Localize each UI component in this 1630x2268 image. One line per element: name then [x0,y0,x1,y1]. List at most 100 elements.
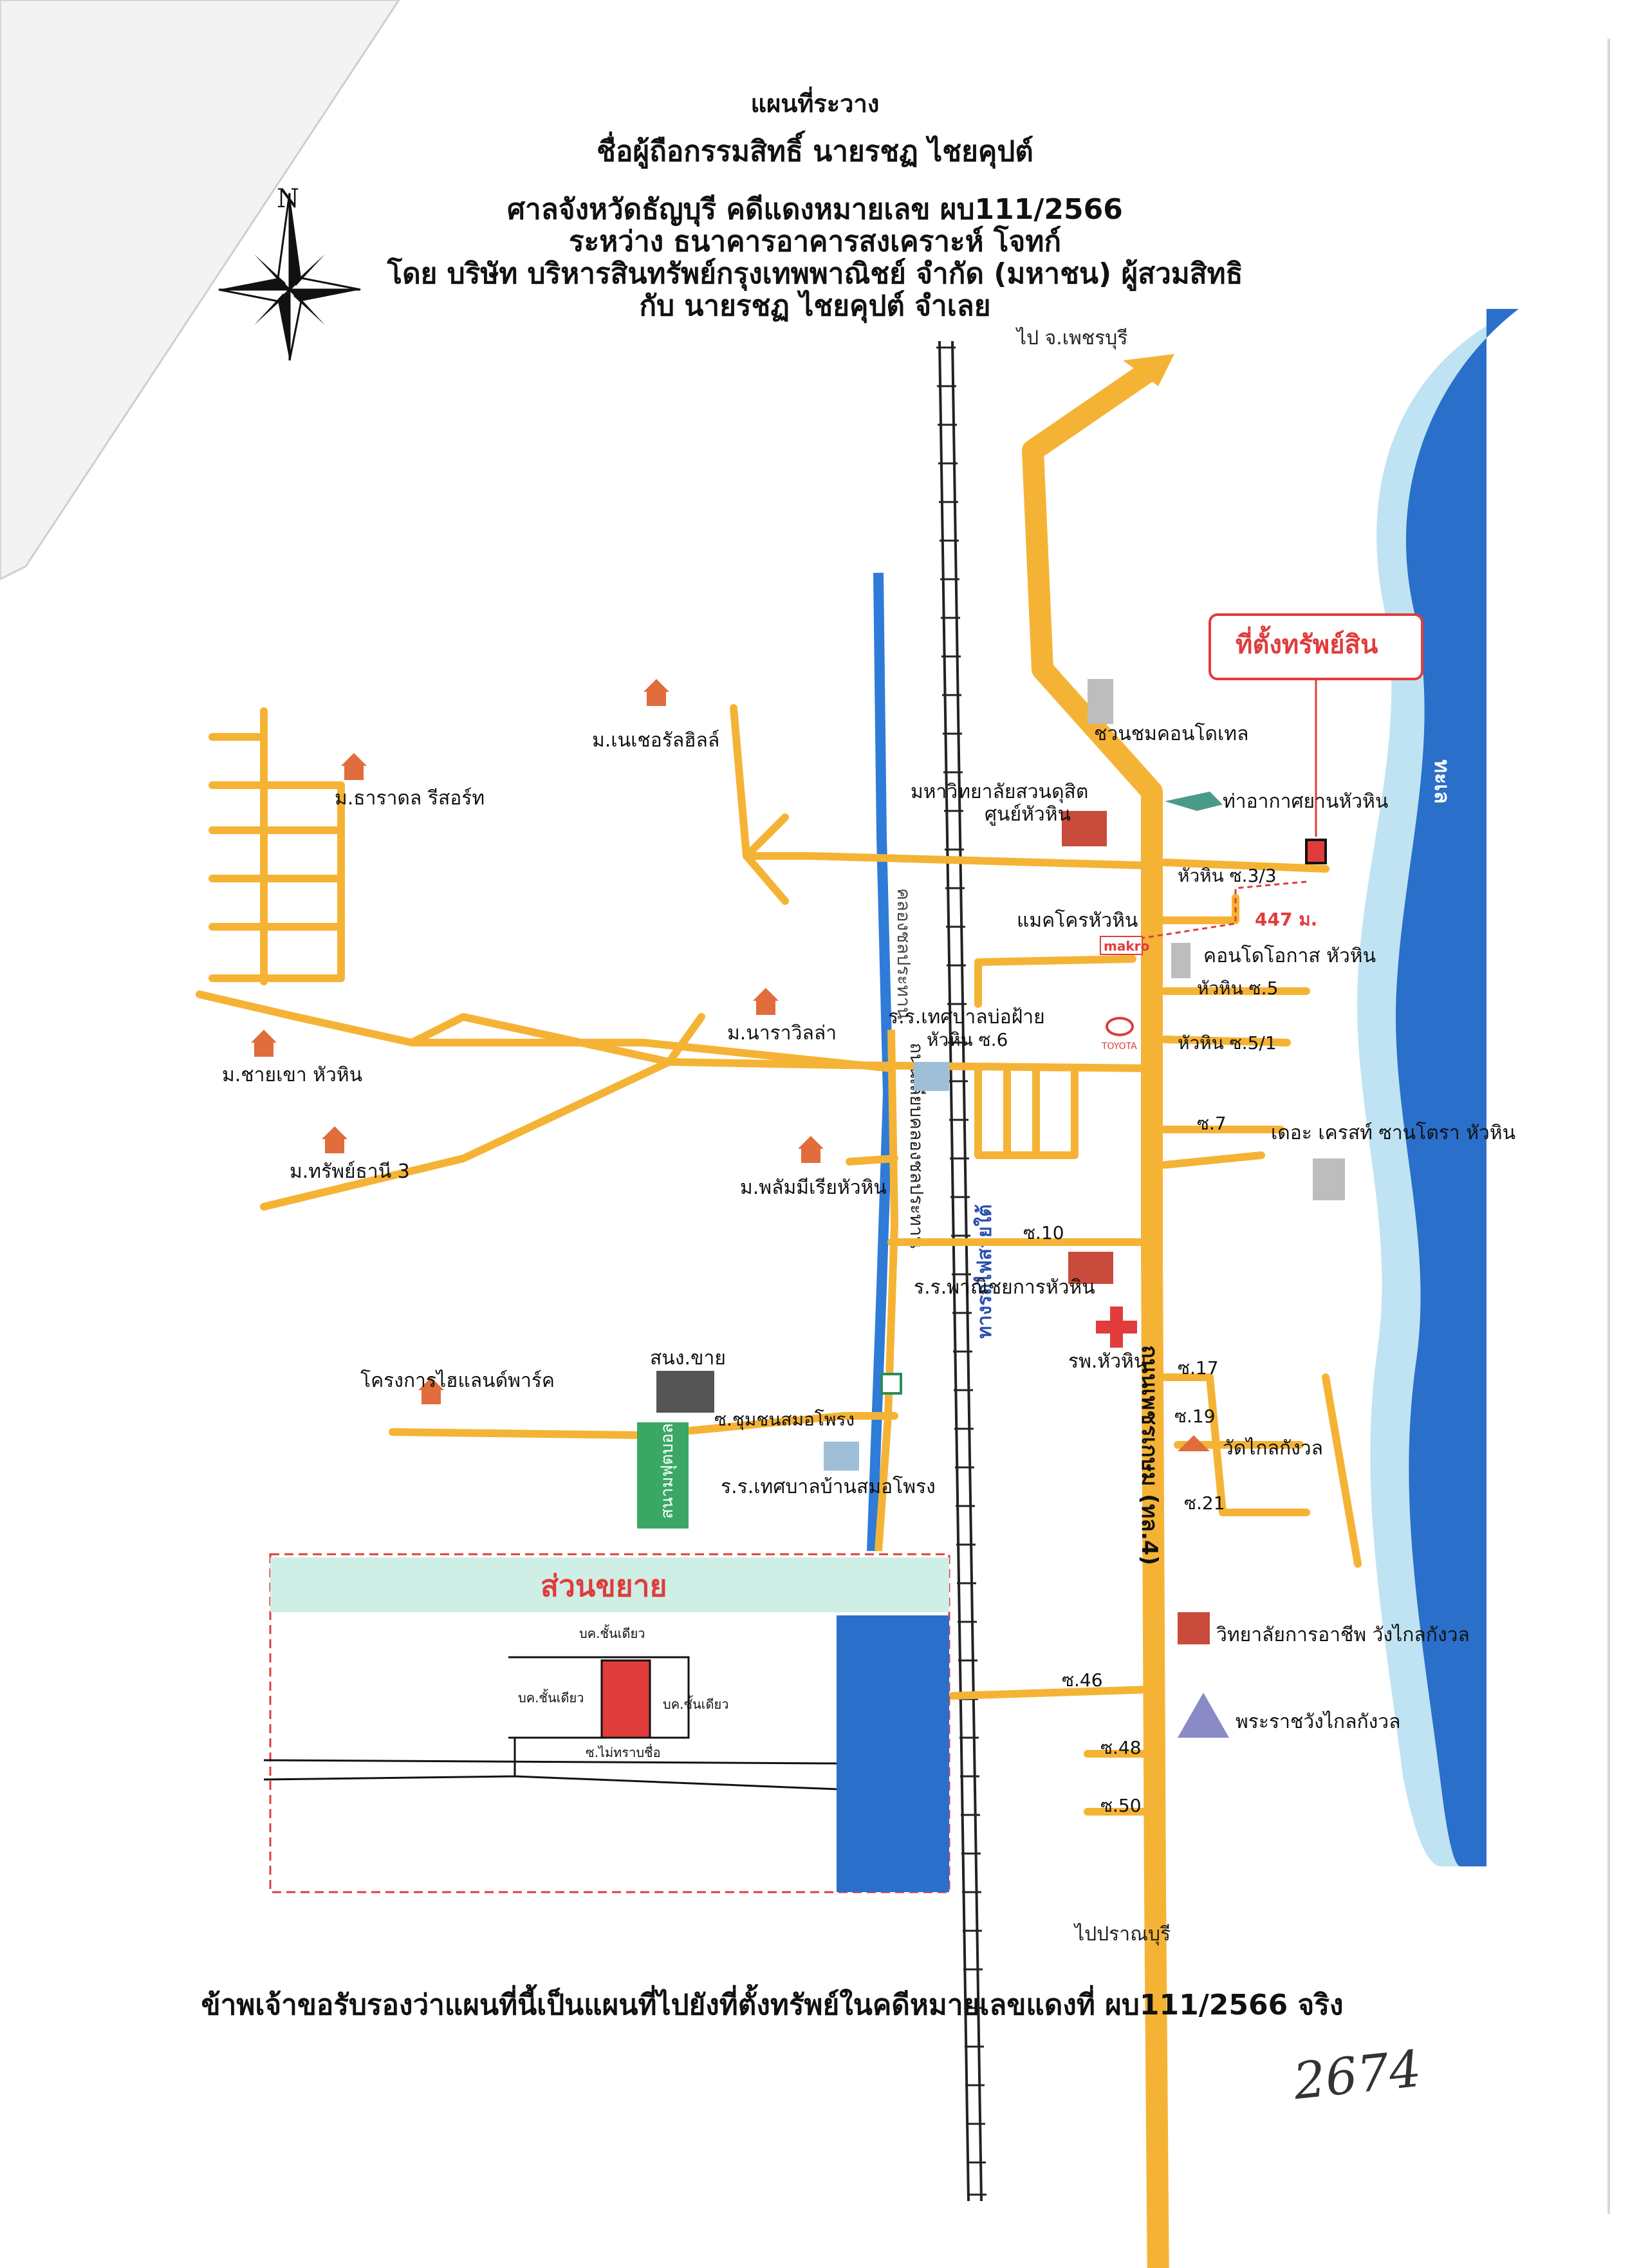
tharadol-label: ม.ธาราดล รีสอร์ท [335,787,485,810]
chuanchom-label: ชวนชมคอนโดเทล [1094,722,1248,745]
inset-water-block [837,1615,949,1892]
hospital-cross-icon [1096,1306,1137,1348]
with-line: กับ นายรชฏ ไชยคุปต์ จำเลย [639,290,991,322]
village-house-icon [798,1136,824,1163]
soi-46-label: ซ.46 [1062,1669,1103,1691]
school-samo-icon [824,1442,859,1471]
palace-label: พระราชวังไกลกังวล [1236,1710,1401,1733]
makro-logo-box [1100,936,1143,955]
crest-label: เดอะ เครสท์ ซานโตรา หัวหิน [1271,1121,1515,1144]
highway-label: ถนนเพชรเกษม (ทล.4) [1136,1345,1162,1565]
village-house-icon [251,1030,277,1057]
makro-logo: makro [1104,938,1149,954]
temple-icon [1178,1435,1210,1451]
green-field-label: สนามฟุตบอล [658,1423,677,1519]
toyota-label: TOYOTA [1101,1041,1137,1052]
inset-house-left: บค.ชั้นเดียว [518,1689,584,1706]
canal [867,572,894,1552]
soi-10-label: ซ.10 [1023,1222,1064,1243]
by-line: โดย บริษัท บริหารสินทรัพย์กรุงเทพพาณิชย์… [387,257,1243,290]
inset-house-right: บค.ชั้นเดียว [663,1695,728,1712]
narawilla-label: ม.นาราวิลล่า [727,1022,837,1045]
landmarks: ม.เนเชอรัลฮิลล์ ม.ธาราดล รีสอร์ท ม.นาราว… [222,679,1515,1738]
toyota-logo-icon [1106,1017,1134,1036]
soi-chumchon-label: ซ.ชุมชนสมอโพรง [714,1409,855,1431]
airport-label: ท่าอากาศยานหัวหิน [1223,790,1388,813]
school-pan-label: ร.ร.พาณิชยการหัวหิน [914,1276,1095,1299]
railway [936,340,986,2202]
inset-title-band [270,1557,949,1612]
palmmeria-label: ม.พลัมมีเรียหัวหิน [740,1176,887,1199]
between-line: ระหว่าง ธนาคารอาคารสงเคราะห์ โจทก์ [569,225,1061,258]
compass-north-label: N [277,184,299,214]
inset-map: ส่วนขยาย บค.ชั้นเดียว บค.ชั้นเดียว บค.ชั… [263,1553,950,1893]
owner-line: ชื่อผู้ถือกรรมสิทธิ์ นายรชฏ ไชยคุปต์ [597,135,1033,168]
court-line: ศาลจังหวัดธัญบุรี คดีแดงหมายเลข ผบ111/25… [507,193,1123,226]
soi-17-label: ซ.17 [1178,1357,1219,1379]
soi-21-label: ซ.21 [1184,1492,1225,1514]
sapthani-label: ม.ทรัพย์ธานี 3 [290,1160,410,1183]
folded-page-corner [0,0,400,581]
village-house-icon [418,1377,444,1404]
wat-label: วัดไกลกังวล [1223,1436,1323,1460]
sea-label: ทะเล [1430,759,1454,804]
certification-text: ข้าพเจ้าขอรับรองว่าแผนที่นี้เป็นแผนที่ไป… [201,1989,1344,2022]
village-house-icon [322,1126,347,1153]
map-title: แผนที่ระวาง [750,89,880,118]
soi-19-label: ซ.19 [1174,1406,1216,1427]
school-pan-icon [1068,1252,1113,1284]
makro-label: แมคโครหัวหิน [1017,909,1138,932]
condo-okas-icon [1171,943,1190,978]
inset-property-plot [600,1659,651,1739]
property-marker [1305,839,1327,864]
inset-title: ส่วนขยาย [541,1568,667,1603]
condo-building-icon [1088,679,1113,724]
soi-6-label: หัวหิน ซ.6 [927,1029,1008,1050]
soi-48-label: ซ.48 [1100,1737,1142,1758]
sea-deep [1396,309,1519,1866]
airport-plane-icon [1165,792,1223,811]
university-building-icon [1062,811,1107,846]
school-building-icon [914,1062,949,1091]
soi-5-label: หัวหิน ซ.5 [1197,978,1278,999]
railway-label: ทางรถไฟสายใต้ [973,1204,996,1339]
green-field-icon [637,1422,689,1529]
university-label: มหาวิทยาลัยสวนดุสิต [911,781,1088,804]
college-building-icon [1178,1612,1210,1644]
village-house-icon [341,753,367,780]
hospital-label: รพ.หัวหิน [1068,1350,1147,1373]
crest-building-icon [1313,1158,1345,1200]
university-label-2: ศูนย์หัวหิน [985,803,1071,826]
property-label: ที่ตั้งทรัพย์สิน [1236,626,1378,660]
soi-7-label: ซ.7 [1197,1113,1227,1134]
compass-rose-icon [218,192,361,361]
inset-lane-label: ซ.ไม่ทราบชื่อ [586,1743,661,1760]
canal-road [875,1029,899,1552]
soi-50-label: ซ.50 [1100,1795,1142,1816]
office-building-icon [656,1371,714,1413]
chaikhao-label: ม.ชายเขา หัวหิน [222,1064,362,1086]
seven-eleven-icon [880,1373,902,1395]
nature-hills-label: ม.เนเชอรัลฮิลล์ [592,729,719,752]
highland-label: โครงการไฮแลนด์พาร์ค [360,1369,555,1392]
school-samo-label: ร.ร.เทศบาลบ้านสมอโพรง [721,1475,936,1498]
soi-labels: หัวหิน ซ.3/3 หัวหิน ซ.5 หัวหิน ซ.5/1 หัว… [714,865,1278,1816]
village-house-icon [753,988,779,1015]
condo-okas-label: คอนโดโอกาส หัวหิน [1203,944,1376,967]
soi-5-1-label: หัวหิน ซ.5/1 [1178,1032,1277,1054]
north-arrow-icon [1123,354,1174,386]
property-callout [1209,613,1423,680]
highway-route [1022,362,1169,2268]
college-label: วิทยาลัยการอาชีพ วังไกลกังวล [1216,1623,1470,1646]
village-house-icon [644,679,669,706]
south-destination: ไปปราณบุรี [1073,1922,1171,1946]
stadium-label: สนง.ขาย [650,1347,726,1370]
school-bo-fai-label: ร.ร.เทศบาลบ่อฝ้าย [888,1006,1045,1028]
palace-icon [1178,1693,1229,1738]
inset-house-top: บค.ชั้นเดียว [579,1624,645,1641]
soi-3-3-label: หัวหิน ซ.3/3 [1178,865,1277,886]
canal-label: คลองชลประทาน [893,888,914,1019]
north-destination: ไป จ.เพชรบุรี [1015,326,1127,350]
distance-label: 447 ม. [1255,909,1317,930]
